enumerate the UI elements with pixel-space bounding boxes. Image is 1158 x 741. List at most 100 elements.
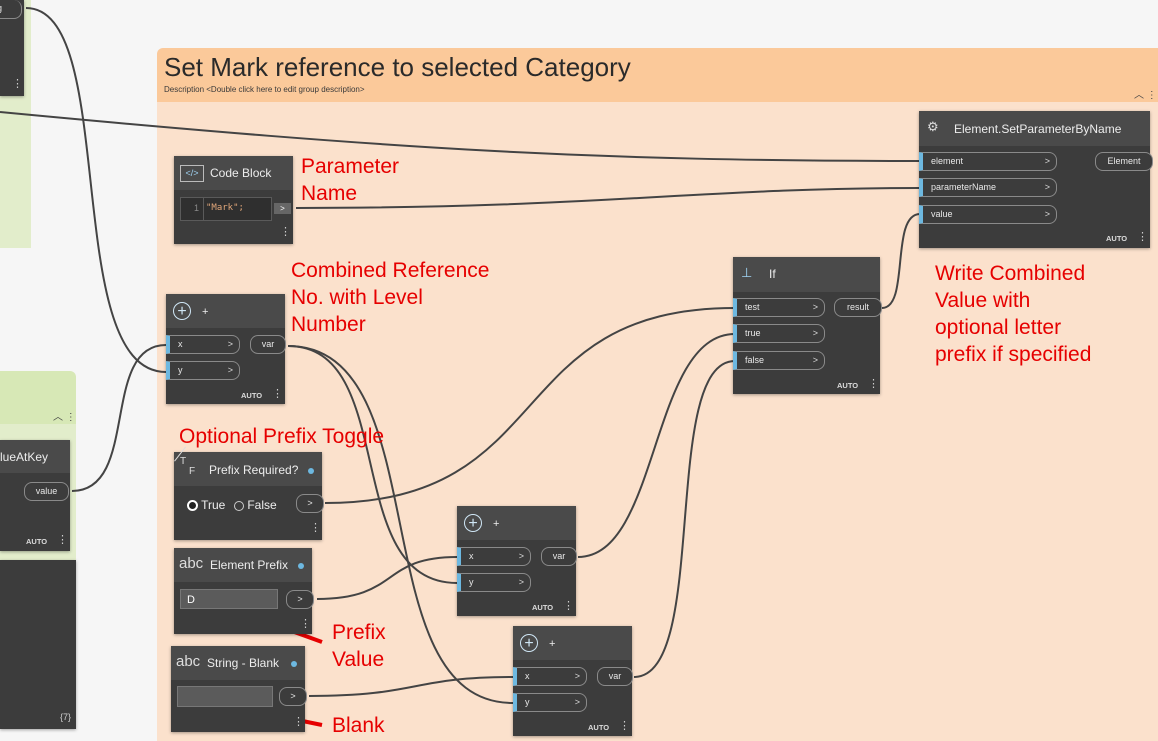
add-mid-input-x[interactable]: x> <box>457 547 531 566</box>
boolean-output[interactable]: > <box>296 494 324 513</box>
dict-menu-icon[interactable]: ⋮ <box>57 534 68 546</box>
code-block-title: Code Block <box>210 166 272 180</box>
dict-auto-label: AUTO <box>26 537 48 546</box>
add-top-output-var[interactable]: var <box>250 335 286 354</box>
add-mid-title: + <box>493 518 500 530</box>
add-bottom-auto-label: AUTO <box>588 723 610 732</box>
add-mid-output-var[interactable]: var <box>541 547 577 566</box>
annotation-optional-prefix: Optional Prefix Toggle <box>179 425 385 448</box>
wire-result-to-value <box>881 213 921 309</box>
left-node-bottom-count: {7} <box>60 712 72 722</box>
group-title[interactable]: Set Mark reference to selected Category <box>164 52 631 82</box>
add-bottom-icon: + <box>520 634 538 652</box>
group-header[interactable] <box>157 48 1158 102</box>
set-parameter-menu-icon[interactable]: ⋮ <box>1137 231 1148 243</box>
boolean-title: Prefix Required? <box>209 463 299 477</box>
add-node-bottom[interactable]: + + x> y> var AUTO ⋮ <box>513 626 633 736</box>
set-parameter-input-element[interactable]: element> <box>919 152 1057 171</box>
if-auto-label: AUTO <box>837 381 859 390</box>
add-icon: + <box>173 302 191 320</box>
left-node-top-output[interactable]: ng <box>0 0 22 19</box>
add-mid-icon: + <box>464 514 482 532</box>
wire-bool-to-test <box>324 307 736 504</box>
add-top-menu-icon[interactable]: ⋮ <box>272 388 283 400</box>
element-prefix-menu-icon[interactable]: ⋮ <box>300 618 311 630</box>
if-input-true[interactable]: true> <box>733 324 825 343</box>
code-text[interactable]: "Mark"; <box>206 203 244 213</box>
left-group-collapse-icon[interactable]: ︿ ⋮ <box>53 412 76 423</box>
radio-false[interactable]: False <box>234 498 277 512</box>
boolean-menu-icon[interactable]: ⋮ <box>310 522 321 534</box>
element-prefix-title: Element Prefix <box>210 558 289 572</box>
wire-add-to-addbottom-y <box>287 345 514 704</box>
wire-dict-to-add-x <box>71 344 167 492</box>
add-top-input-y[interactable]: y> <box>166 361 240 380</box>
left-node-top-menu-icon[interactable]: ⋮ <box>12 78 23 90</box>
add-mid-auto-label: AUTO <box>532 603 554 612</box>
code-block-menu-icon[interactable]: ⋮ <box>280 226 291 238</box>
gear-icon: ⚙ <box>927 119 939 134</box>
string-blank-pin-icon <box>291 661 297 667</box>
element-prefix-input[interactable]: D <box>180 589 278 609</box>
wire-blank-to-addbottom-x <box>308 676 514 697</box>
radio-true[interactable]: True <box>187 498 225 512</box>
add-bottom-title: + <box>549 638 556 650</box>
string-blank-menu-icon[interactable]: ⋮ <box>293 716 304 728</box>
if-output-result[interactable]: result <box>834 298 882 317</box>
left-node-bottom: {7} <box>0 560 76 729</box>
add-top-auto-label: AUTO <box>241 391 263 400</box>
add-top-input-x[interactable]: x> <box>166 335 240 354</box>
dict-node-title: lueAtKey <box>0 450 49 464</box>
add-node-top[interactable]: + + x> y> var AUTO ⋮ <box>166 294 286 404</box>
code-block-icon: </> <box>180 165 204 182</box>
wire-prefix-to-addmid-x <box>316 556 458 600</box>
if-input-test[interactable]: test> <box>733 298 825 317</box>
string-icon: abc <box>179 555 204 572</box>
dict-node[interactable]: lueAtKey value AUTO ⋮ <box>0 440 70 551</box>
add-bottom-input-x[interactable]: x> <box>513 667 587 686</box>
add-top-title: + <box>202 306 209 318</box>
set-parameter-input-value[interactable]: value> <box>919 205 1057 224</box>
dict-output-value[interactable]: value <box>24 482 69 501</box>
if-node[interactable]: ⊥ If test> true> false> result AUTO ⋮ <box>733 257 882 394</box>
group-description[interactable]: Description <Double click here to edit g… <box>164 85 365 94</box>
if-input-false[interactable]: false> <box>733 351 825 370</box>
if-icon: ⊥ <box>741 265 753 280</box>
if-menu-icon[interactable]: ⋮ <box>868 378 879 390</box>
group-collapse-icon[interactable]: ︿ ⋮ <box>1134 90 1157 101</box>
add-bottom-output-var[interactable]: var <box>597 667 633 686</box>
add-mid-menu-icon[interactable]: ⋮ <box>563 600 574 612</box>
set-parameter-output-element[interactable]: Element <box>1095 152 1153 171</box>
set-parameter-input-parametername[interactable]: parameterName> <box>919 178 1057 197</box>
code-block-output[interactable]: > <box>274 203 291 214</box>
element-prefix-output[interactable]: > <box>286 590 314 609</box>
radio-true-icon[interactable] <box>187 500 198 512</box>
add-bottom-input-y[interactable]: y> <box>513 693 587 712</box>
wire-add-to-addmid-y <box>287 345 458 584</box>
string-blank-input[interactable] <box>177 686 273 707</box>
left-node-top[interactable]: ng ⋮ <box>0 0 24 96</box>
string-blank-title: String - Blank <box>207 656 280 670</box>
element-prefix-pin-icon <box>298 563 304 569</box>
annotation-blank: Blank <box>332 714 385 737</box>
string-blank-icon: abc <box>176 653 201 670</box>
string-blank-node[interactable]: abc String - Blank > ⋮ <box>171 646 307 732</box>
code-block-node[interactable]: </> Code Block 1 "Mark"; > ⋮ <box>174 156 293 244</box>
string-blank-output[interactable]: > <box>279 687 307 706</box>
boolean-pin-icon <box>308 468 314 474</box>
radio-false-icon[interactable] <box>234 500 244 511</box>
set-parameter-node[interactable]: ⚙ Element.SetParameterByName element> pa… <box>919 111 1153 248</box>
add-node-mid[interactable]: + + x> y> var AUTO ⋮ <box>457 506 577 616</box>
left-group-header[interactable] <box>0 371 76 424</box>
wire-top-to-add-y <box>25 7 167 373</box>
add-bottom-menu-icon[interactable]: ⋮ <box>619 720 630 732</box>
add-mid-input-y[interactable]: y> <box>457 573 531 592</box>
set-parameter-auto-label: AUTO <box>1106 234 1128 243</box>
code-editor[interactable]: 1 "Mark"; <box>180 197 272 221</box>
element-prefix-node[interactable]: abc Element Prefix D > ⋮ <box>174 548 314 634</box>
